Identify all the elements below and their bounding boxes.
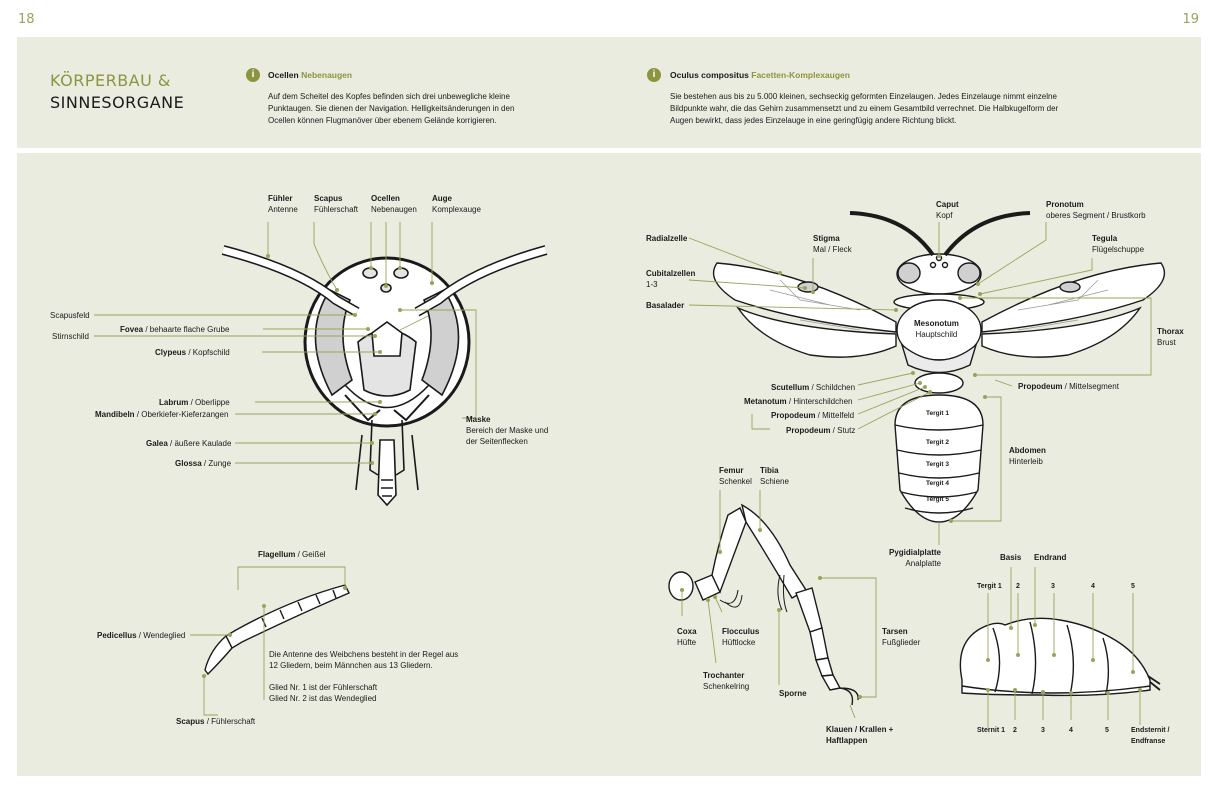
label-endsternit: Endsternit /Endfranse bbox=[1131, 727, 1170, 745]
info-icon: i bbox=[647, 68, 669, 82]
header-panel bbox=[17, 37, 1201, 148]
label-propodeum-mittelfeld: Propodeum / Mittelfeld bbox=[771, 411, 855, 420]
label-side-tergit-3: 3 bbox=[1051, 583, 1055, 590]
label-labrum: Labrum / Oberlippe bbox=[159, 398, 230, 407]
label-side-tergit-5: 5 bbox=[1131, 583, 1135, 590]
label-side-tergit-1: Tergit 1 bbox=[977, 583, 1002, 590]
label-sternit-4: 4 bbox=[1069, 727, 1073, 734]
info1-text: Auf dem Scheitel des Kopfes befinden sic… bbox=[268, 92, 515, 125]
label-propodeum-mittelsegment: Propodeum / Mittelsegment bbox=[1018, 382, 1119, 391]
wasp-head bbox=[221, 245, 548, 507]
page-title: KÖRPERBAU & SINNESORGANE bbox=[50, 70, 184, 114]
info1-title: Ocellen bbox=[268, 70, 299, 80]
label-tergit-2: Tergit 2 bbox=[926, 439, 949, 446]
label-tergit-4: Tergit 4 bbox=[926, 480, 949, 487]
label-fovea: Fovea / behaarte flache Grube bbox=[120, 325, 230, 334]
label-sternit-1: Sternit 1 bbox=[977, 727, 1006, 734]
label-scutellum: Scutellum / Schildchen bbox=[771, 383, 856, 392]
label-galea: Galea / äußere Kaulade bbox=[146, 439, 232, 448]
head-leader-dots bbox=[266, 254, 434, 465]
info2-title: Oculus compositus bbox=[670, 70, 749, 80]
info-icon: i bbox=[246, 68, 268, 82]
label-basis: Basis bbox=[1000, 553, 1022, 562]
label-propodeum-stutz: Propodeum / Stutz bbox=[786, 426, 856, 435]
label-sporne: Sporne bbox=[779, 689, 807, 698]
label-tergit-5: Tergit 5 bbox=[926, 496, 949, 503]
abdomen-side-leader-lines bbox=[987, 567, 1141, 728]
label-pedicellus: Pedicellus / Wendeglied bbox=[97, 631, 186, 640]
info2-heading: Oculus compositus Facetten-Komplexaugen bbox=[670, 70, 850, 80]
label-mandibeln: Mandibeln / Oberkiefer-Kieferzangen bbox=[95, 410, 229, 419]
label-scapus-antenna: Scapus / Fühlerschaft bbox=[176, 717, 256, 726]
label-radialzelle: Radialzelle bbox=[646, 234, 688, 243]
antenna-leader-dots bbox=[202, 586, 347, 678]
page-number-left: 18 bbox=[18, 12, 35, 27]
head-leader-lines bbox=[94, 222, 477, 464]
label-scapusfeld: Scapusfeld bbox=[50, 311, 90, 320]
label-endrand: Endrand bbox=[1034, 553, 1067, 562]
leg-leader-lines bbox=[681, 490, 877, 719]
info1-subtitle: Nebenaugen bbox=[301, 70, 353, 80]
title-line-2: SINNESORGANE bbox=[50, 93, 185, 112]
label-klauen: Klauen / Krallen +Haftlappen bbox=[826, 725, 894, 745]
antenna-leader-lines bbox=[190, 566, 346, 716]
abdomen-side-drawing bbox=[959, 617, 1161, 697]
label-side-tergit-2: 2 bbox=[1016, 583, 1020, 590]
label-sternit-5: 5 bbox=[1105, 727, 1109, 734]
body-leader-lines bbox=[688, 222, 1152, 545]
label-sternit-3: 3 bbox=[1041, 727, 1045, 734]
page-number-right: 19 bbox=[1182, 12, 1199, 27]
label-tergit-1: Tergit 1 bbox=[926, 410, 949, 417]
leg-leader-dots bbox=[680, 528, 862, 699]
info2-subtitle: Facetten-Komplexaugen bbox=[751, 70, 850, 80]
label-flagellum: Flagellum / Geißel bbox=[258, 550, 326, 559]
label-sternit-2: 2 bbox=[1013, 727, 1017, 734]
antenna-note: Die Antenne des Weibchens besteht in der… bbox=[269, 650, 459, 703]
label-tergit-3: Tergit 3 bbox=[926, 461, 949, 468]
info2-text: Sie bestehen aus bis zu 5.000 kleinen, s… bbox=[670, 92, 1059, 125]
label-basalader: Basalader bbox=[646, 301, 685, 310]
label-side-tergit-4: 4 bbox=[1091, 583, 1095, 590]
leg-drawing bbox=[668, 503, 859, 706]
title-line-1: KÖRPERBAU & bbox=[50, 71, 171, 90]
info1-heading: Ocellen Nebenaugen bbox=[268, 70, 352, 80]
label-clypeus: Clypeus / Kopfschild bbox=[155, 348, 230, 357]
body-leader-dots bbox=[778, 254, 987, 523]
label-metanotum: Metanotum / Hinterschildchen bbox=[744, 397, 853, 406]
abdomen-side-leader-dots bbox=[986, 623, 1142, 695]
label-glossa: Glossa / Zunge bbox=[175, 459, 232, 468]
label-stirnschild: Stirnschild bbox=[52, 332, 89, 341]
